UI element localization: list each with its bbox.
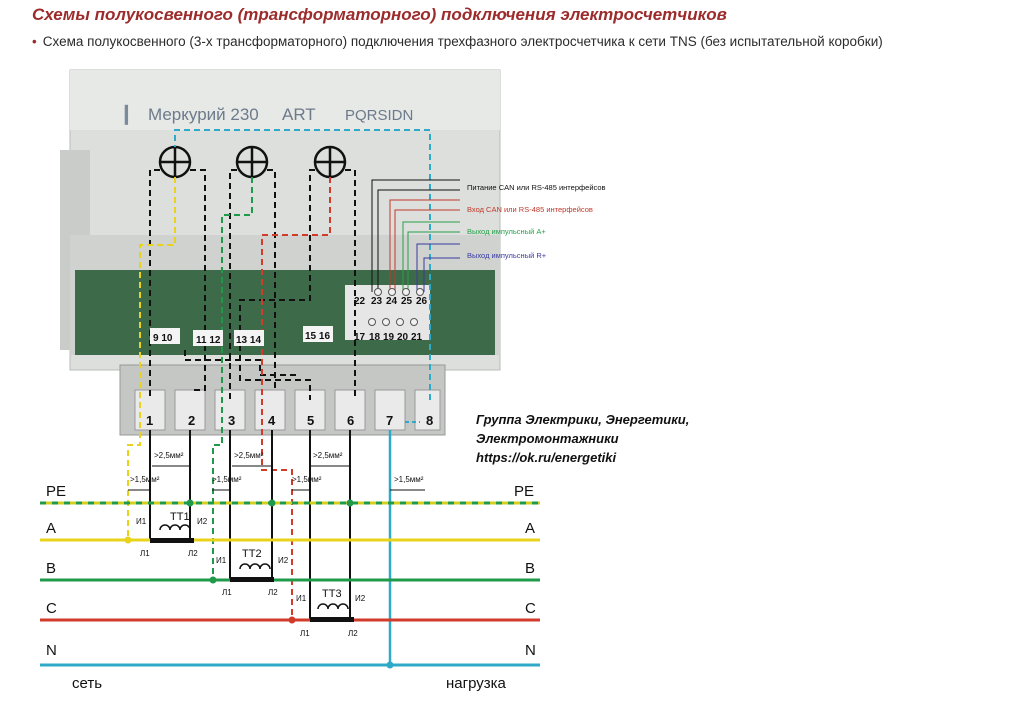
- terminal-4: 4: [268, 413, 276, 428]
- terminal-2: 2: [188, 413, 195, 428]
- interface-label-4: Выход импульсный R+: [467, 251, 547, 260]
- meter-model-suffix: PQRSIDN: [345, 107, 413, 124]
- ct-2-l1: Л1: [222, 588, 232, 597]
- aux-pin-numbers: 22 23 24 25 26 17 18 19 20 21: [354, 296, 428, 343]
- ct-1-i1: И1: [136, 517, 147, 526]
- meter-model: ART: [282, 105, 316, 124]
- wire-size-5: >1,5мм²: [212, 475, 242, 484]
- wire-size-6: >1,5мм²: [292, 475, 322, 484]
- ct-1-i2: И2: [197, 517, 208, 526]
- terminal-1: 1: [146, 413, 153, 428]
- bus-label-a-left: A: [46, 520, 56, 537]
- ct-3-name: ТТ3: [322, 588, 342, 600]
- terminal-3: 3: [228, 413, 235, 428]
- ct-3-i1: И1: [296, 594, 307, 603]
- interface-label-3: Выход импульсный A+: [467, 227, 546, 236]
- bus-label-n-left: N: [46, 642, 57, 659]
- source-label: сеть: [72, 675, 102, 692]
- bus-label-b-left: B: [46, 560, 56, 577]
- ct-3-l2: Л2: [348, 629, 358, 638]
- pin-26: 26: [416, 296, 428, 307]
- bus-label-c-right: C: [525, 600, 536, 617]
- ct-2-l2: Л2: [268, 588, 278, 597]
- terminal-8: 8: [426, 413, 433, 428]
- bus-label-a-right: A: [525, 520, 535, 537]
- wire-size-2: >2,5мм²: [234, 451, 264, 460]
- ct-3-i2: И2: [355, 594, 366, 603]
- pin-25: 25: [401, 296, 413, 307]
- subtitle-text: Схема полукосвенного (3-х трансформаторн…: [42, 34, 883, 49]
- ct-1-l1: Л1: [140, 549, 150, 558]
- pin-18: 18: [369, 332, 381, 343]
- wire-size-3: >2,5мм²: [313, 451, 343, 460]
- phase-c-voltage-wire: [261, 177, 331, 620]
- bullet-icon: •: [32, 34, 37, 49]
- terminal-5: 5: [307, 413, 314, 428]
- aux-pin-sockets: [368, 288, 424, 326]
- ct-3: ТТ3 И1 И2 Л1 Л2: [296, 588, 366, 638]
- wire-size-labels: >2,5мм² >2,5мм² >2,5мм² >1,5мм² >1,5мм² …: [130, 451, 424, 484]
- meter-body: [60, 69, 501, 436]
- wire-size-4: >1,5мм²: [130, 475, 160, 484]
- terminal-7: 7: [386, 413, 393, 428]
- ct-2-i1: И1: [216, 556, 227, 565]
- pin-20: 20: [397, 332, 409, 343]
- ct-2-i2: И2: [278, 556, 289, 565]
- group-line-1: Группа Электрики, Энергетики,: [476, 412, 689, 427]
- interface-label-2: Вход CAN или RS-485 интерфейсов: [467, 205, 593, 214]
- load-label: нагрузка: [446, 675, 507, 692]
- ct-3-l1: Л1: [300, 629, 310, 638]
- wire-size-7: >1,5мм²: [394, 475, 424, 484]
- pin-17: 17: [354, 332, 366, 343]
- bus-label-b-right: B: [525, 560, 535, 577]
- meter-brand: Меркурий 230: [148, 105, 259, 124]
- bus-labels: PE PE A A B B C C N N: [46, 483, 536, 659]
- ct-1: ТТ1 И1 И2 Л1 Л2: [136, 511, 208, 558]
- pin-24: 24: [386, 296, 398, 307]
- bus-label-n-right: N: [525, 642, 536, 659]
- interface-label-1: Питание CAN или RS-485 интерфейсов: [467, 183, 606, 192]
- aux-pin-wires: [371, 179, 460, 292]
- pcb-label-11-12: 11 12: [196, 335, 221, 346]
- bus-label-pe-left: PE: [46, 483, 66, 500]
- pin-22: 22: [354, 296, 366, 307]
- ct-2-name: ТТ2: [242, 548, 262, 560]
- buses: [40, 501, 540, 667]
- terminal-numbers: 1 2 3 4 5 6 7 8: [146, 413, 433, 428]
- meter-logo-icon: ❙: [118, 103, 135, 125]
- wire-size-1: >2,5мм²: [154, 451, 184, 460]
- ct-1-l2: Л2: [188, 549, 198, 558]
- pcb-board: [75, 270, 495, 355]
- pcb-label-9-10: 9 10: [153, 333, 173, 344]
- junction-dots: [124, 499, 394, 669]
- phase-a-voltage-wire: [127, 177, 176, 540]
- internal-wires: [149, 169, 356, 400]
- group-link[interactable]: https://ok.ru/energetiki: [476, 450, 617, 465]
- pin-21: 21: [411, 332, 423, 343]
- ct-2: ТТ2 И1 И2 Л1 Л2: [216, 548, 289, 597]
- page-title: Схемы полукосвенного (трансформаторного)…: [32, 5, 727, 24]
- neutral-voltage-wire: [174, 129, 431, 400]
- bus-label-c-left: C: [46, 600, 57, 617]
- pin-23: 23: [371, 296, 383, 307]
- terminal-6: 6: [347, 413, 354, 428]
- aux-connector: [345, 285, 430, 340]
- pin-19: 19: [383, 332, 395, 343]
- pcb-label-13-14: 13 14: [236, 335, 261, 346]
- ct-1-name: ТТ1: [170, 511, 190, 523]
- group-line-2: Электромонтажники: [476, 431, 619, 446]
- bus-label-pe-right: PE: [514, 483, 534, 500]
- pcb-label-15-16: 15 16: [305, 331, 330, 342]
- subtitle-item: • Схема полукосвенного (3-х трансформатор…: [32, 34, 883, 49]
- pcb-pin-labels: 9 10 11 12 13 14 15 16: [150, 326, 333, 346]
